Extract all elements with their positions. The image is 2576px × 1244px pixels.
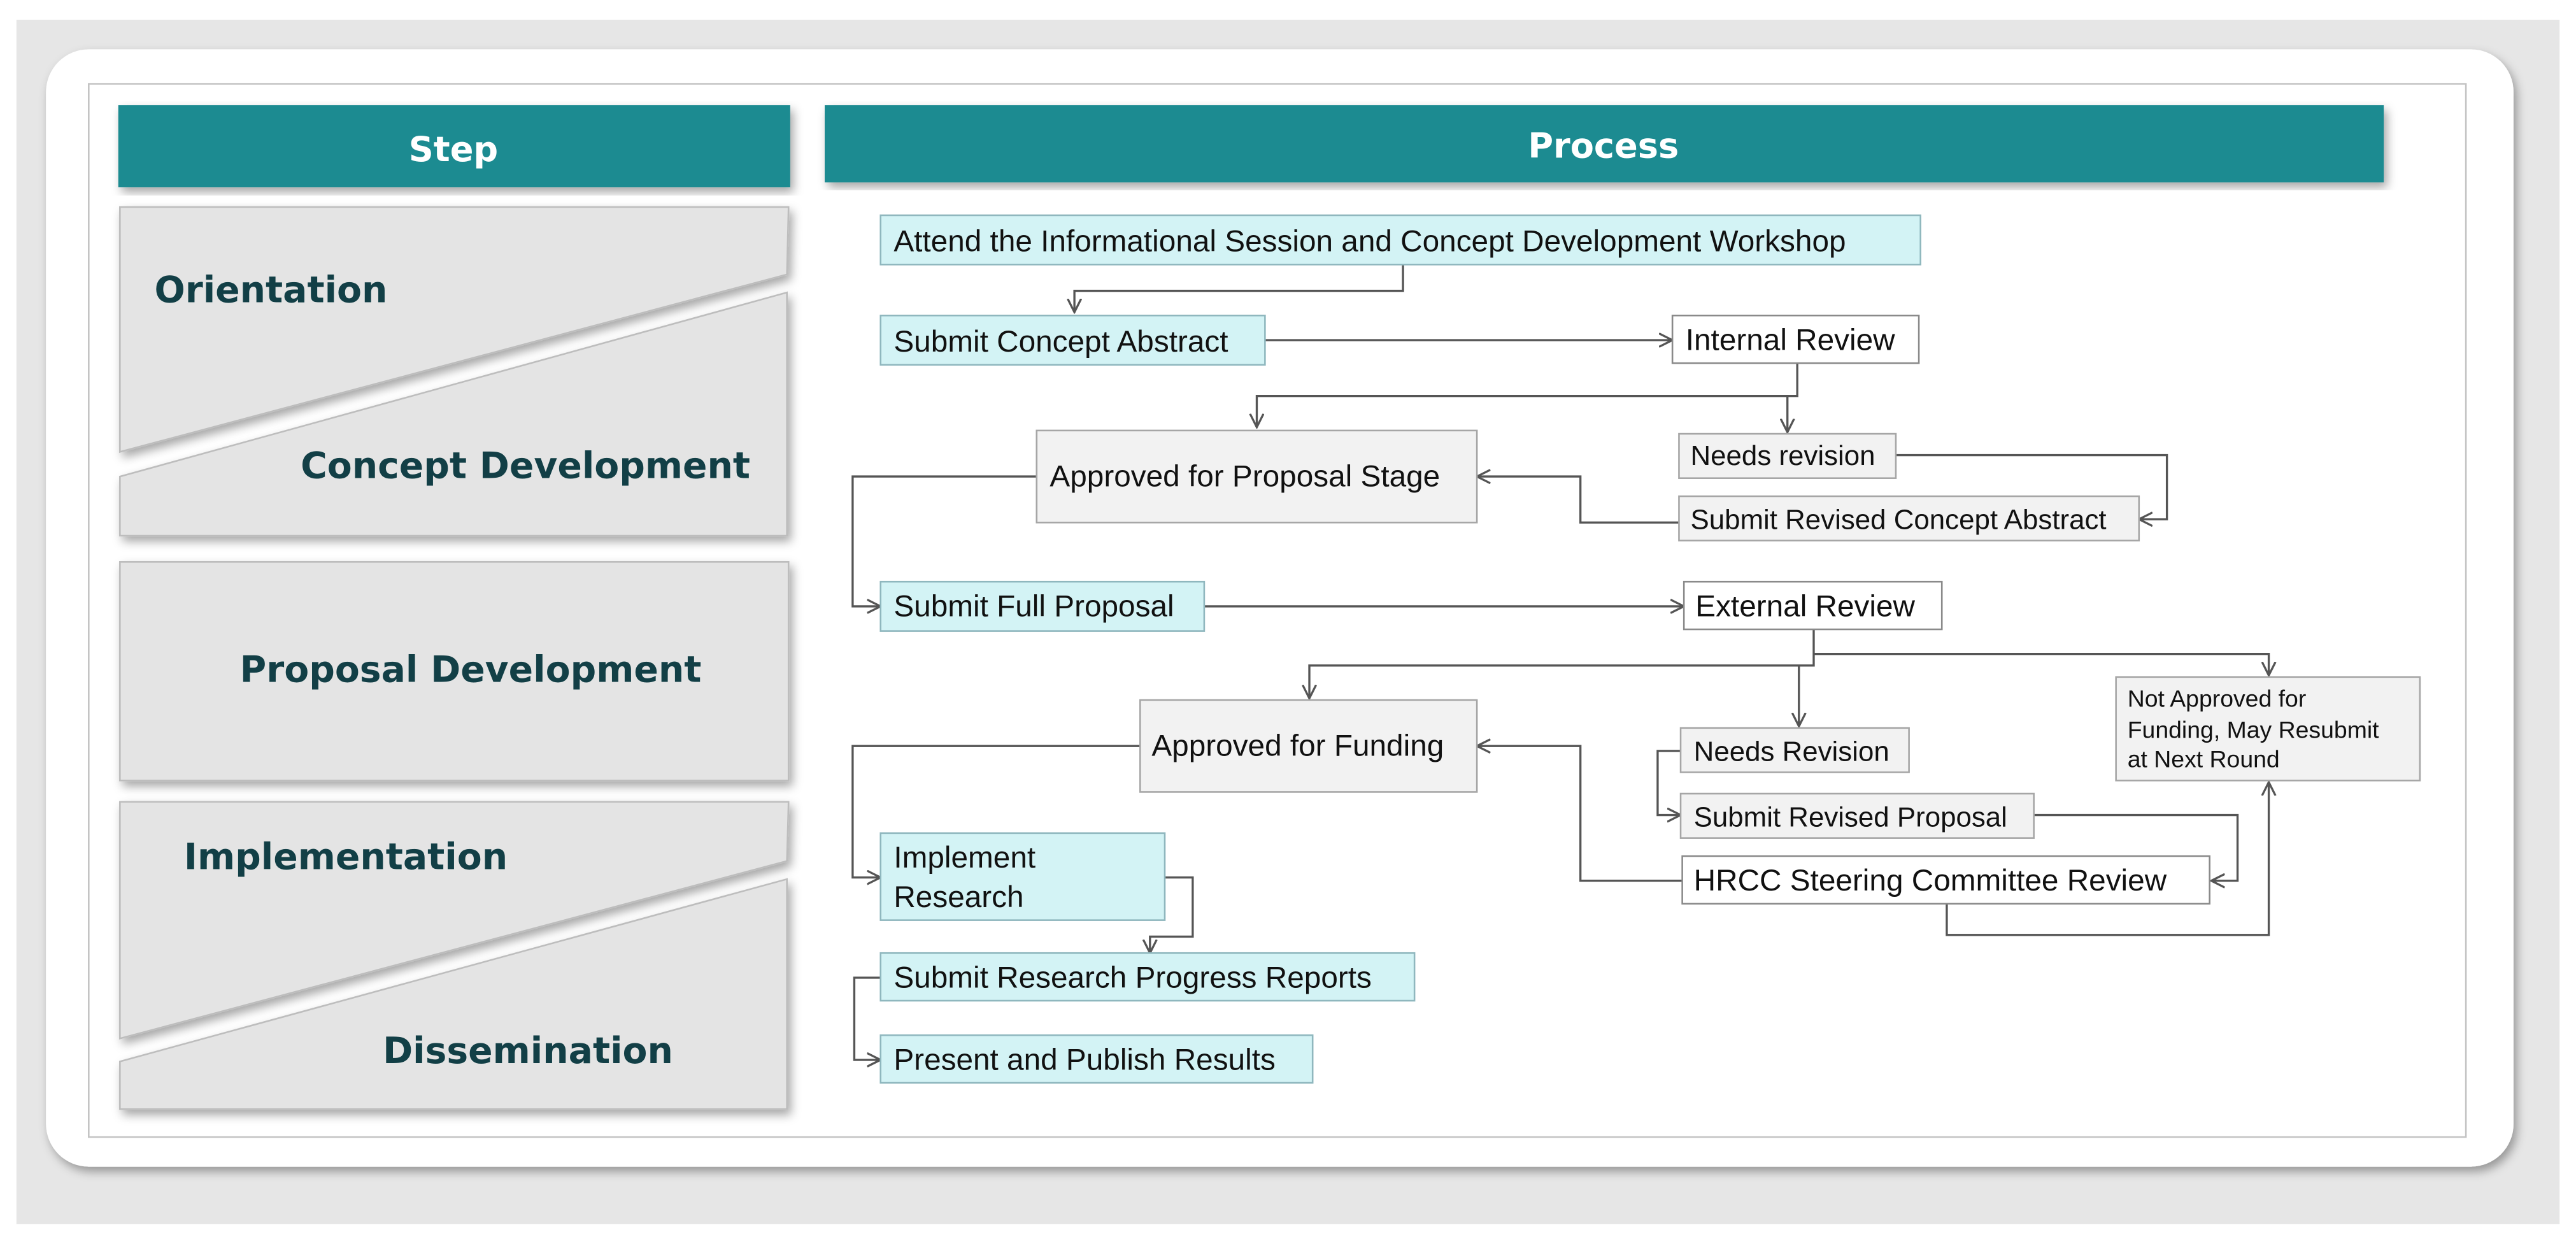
box-submit-progress-reports: Submit Research Progress Reports — [879, 952, 1416, 1002]
box-needs-revision-proposal-label: Needs Revision — [1694, 736, 1889, 767]
step-orientation-concept: Orientation Concept Development — [119, 206, 790, 537]
box-implement-research-line1: Implement — [893, 841, 1035, 875]
box-not-approved: Not Approved for Funding, May Resubmit a… — [2115, 676, 2421, 782]
box-approved-for-funding: Approved for Funding — [1139, 699, 1478, 793]
box-submit-revised-concept: Submit Revised Concept Abstract — [1678, 495, 2140, 542]
box-internal-review-label: Internal Review — [1686, 323, 1895, 357]
box-submit-revised-proposal-label: Submit Revised Proposal — [1694, 802, 2007, 833]
box-submit-concept-abstract-label: Submit Concept Abstract — [893, 325, 1228, 359]
box-submit-full-proposal: Submit Full Proposal — [879, 580, 1206, 632]
step-implementation-dissemination: Implementation Dissemination — [119, 801, 790, 1110]
box-attend-session-label: Attend the Informational Session and Con… — [893, 225, 1846, 259]
box-submit-concept-abstract: Submit Concept Abstract — [879, 315, 1266, 366]
box-approved-for-funding-label: Approved for Funding — [1151, 729, 1444, 763]
box-hrcc-steering-review: HRCC Steering Committee Review — [1681, 855, 2210, 905]
box-needs-revision-proposal: Needs Revision — [1679, 727, 1910, 773]
step-implementation: Implementation — [184, 836, 508, 878]
box-internal-review: Internal Review — [1671, 315, 1920, 364]
box-not-approved-line3: at Next Round — [2128, 746, 2280, 773]
box-present-publish-results-label: Present and Publish Results — [893, 1043, 1275, 1076]
connectors — [851, 264, 2269, 1060]
box-attend-session: Attend the Informational Session and Con… — [879, 214, 1921, 266]
box-submit-revised-concept-label: Submit Revised Concept Abstract — [1691, 504, 2107, 536]
box-not-approved-line1: Not Approved for — [2128, 685, 2307, 711]
step-proposal: Proposal Development — [119, 561, 790, 782]
box-external-review: External Review — [1683, 580, 1943, 631]
box-hrcc-steering-review-label: HRCC Steering Committee Review — [1694, 864, 2167, 897]
step-concept-development: Concept Development — [301, 445, 750, 487]
box-needs-revision-concept-label: Needs revision — [1691, 440, 1875, 471]
step-proposal-development: Proposal Development — [240, 649, 702, 691]
step-orientation: Orientation — [154, 269, 387, 311]
process-header: Process — [825, 105, 2384, 183]
box-external-review-label: External Review — [1695, 589, 1915, 623]
box-approved-proposal-stage: Approved for Proposal Stage — [1035, 429, 1478, 524]
inner-frame — [88, 83, 2467, 1138]
box-present-publish-results: Present and Publish Results — [879, 1034, 1314, 1084]
step-dissemination: Dissemination — [383, 1030, 673, 1072]
box-implement-research-line2: Research — [893, 880, 1023, 914]
box-submit-progress-reports-label: Submit Research Progress Reports — [893, 961, 1372, 994]
box-approved-proposal-stage-label: Approved for Proposal Stage — [1050, 460, 1440, 494]
step-header: Step — [118, 105, 790, 188]
box-submit-revised-proposal: Submit Revised Proposal — [1679, 792, 2035, 839]
box-implement-research: Implement Research — [879, 832, 1166, 921]
box-needs-revision-concept: Needs revision — [1678, 433, 1897, 479]
step-header-label: Step — [409, 129, 498, 169]
box-submit-full-proposal-label: Submit Full Proposal — [893, 589, 1174, 623]
process-header-label: Process — [1528, 126, 1679, 166]
box-not-approved-line2: Funding, May Resubmit — [2128, 716, 2379, 743]
